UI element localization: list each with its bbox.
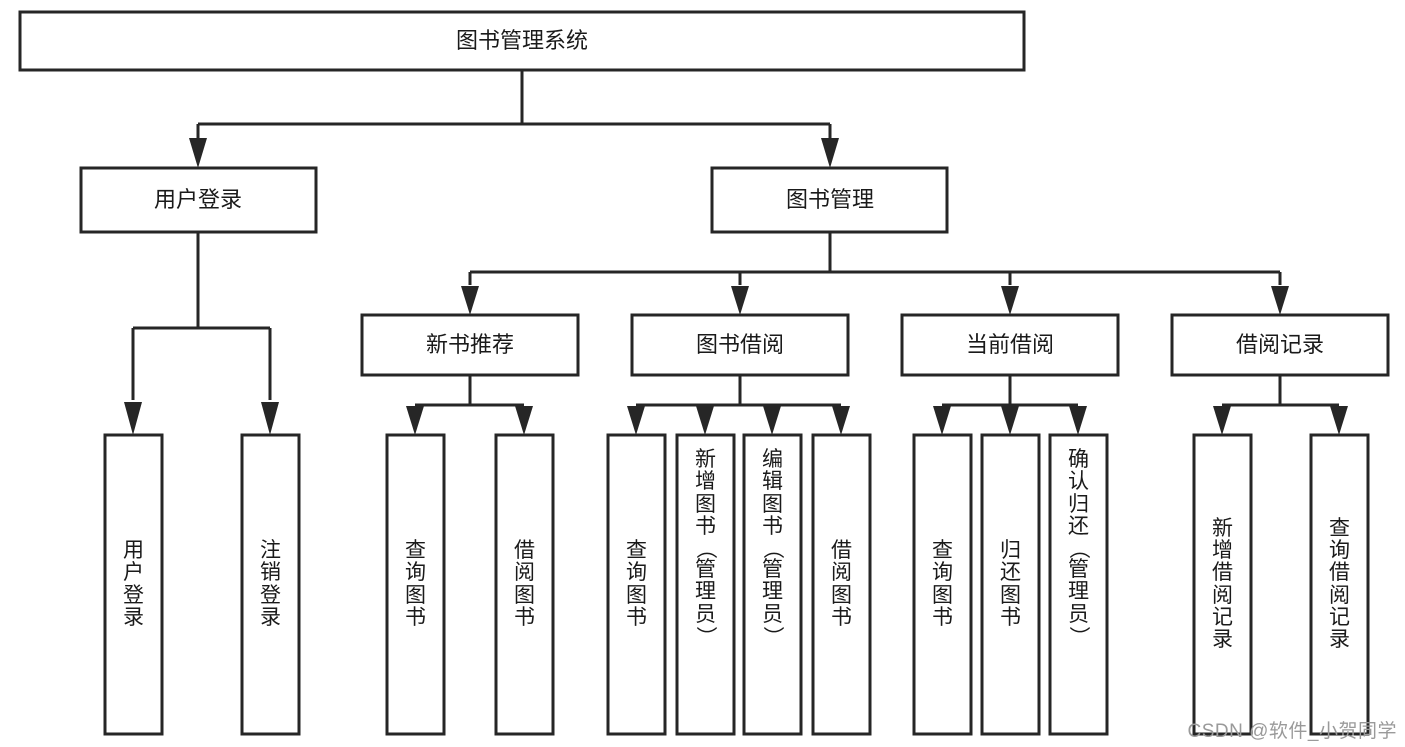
leaf-query-book-borrow[interactable] <box>606 433 667 736</box>
arrow-bookborrow-leaf-4 <box>832 406 850 435</box>
leaf-return-book[interactable] <box>980 433 1041 736</box>
leaf-add-book-admin[interactable] <box>675 433 736 736</box>
leaf-add-borrow-record[interactable] <box>1192 433 1253 736</box>
node-new-book-recommend[interactable] <box>360 313 580 377</box>
arrow-currentborrow-leaf-1 <box>933 406 951 435</box>
arrow-bookborrow-leaf-3 <box>763 406 781 435</box>
leaf-user-login[interactable] <box>103 433 164 736</box>
node-current-borrow[interactable] <box>900 313 1120 377</box>
leaf-confirm-return-admin[interactable] <box>1048 433 1109 736</box>
node-root-book-management-system[interactable] <box>18 10 1026 72</box>
leaf-edit-book-admin[interactable] <box>742 433 803 736</box>
leaf-borrow-book-recommend[interactable] <box>494 433 555 736</box>
node-book-management-label: 图书管理 <box>786 187 874 212</box>
node-borrow-record[interactable] <box>1170 313 1390 377</box>
leaf-query-book-current[interactable] <box>912 433 973 736</box>
leaf-query-borrow-record[interactable] <box>1309 433 1370 736</box>
node-new-book-recommend-label: 新书推荐 <box>426 332 514 357</box>
node-book-management[interactable] <box>710 166 949 234</box>
arrow-to-leaf-logout <box>261 402 279 435</box>
node-current-borrow-label: 当前借阅 <box>966 332 1054 357</box>
arrow-newbook-leaf-2 <box>515 406 533 435</box>
leaf-borrow-book[interactable] <box>811 433 872 736</box>
csdn-watermark: CSDN @软件_小贺同学 <box>1187 721 1397 742</box>
arrow-to-book-management <box>821 138 839 168</box>
leaf-query-book-recommend[interactable] <box>385 433 446 736</box>
arrow-to-borrow-record <box>1271 286 1289 315</box>
arrow-borrowrecord-leaf-2 <box>1330 406 1348 435</box>
leaf-logout[interactable] <box>240 433 301 736</box>
arrow-to-new-book <box>461 286 479 315</box>
arrow-currentborrow-leaf-2 <box>1001 406 1019 435</box>
arrow-currentborrow-leaf-3 <box>1069 406 1087 435</box>
arrow-to-leaf-user-login <box>124 402 142 435</box>
node-borrow-record-label: 借阅记录 <box>1236 332 1324 357</box>
arrow-newbook-leaf-1 <box>406 406 424 435</box>
arrow-bookborrow-leaf-1 <box>627 406 645 435</box>
node-book-borrow[interactable] <box>630 313 850 377</box>
arrow-to-book-borrow <box>731 286 749 315</box>
node-root-label: 图书管理系统 <box>456 28 588 53</box>
node-user-login[interactable] <box>79 166 318 234</box>
arrow-to-current-borrow <box>1001 286 1019 315</box>
arrow-to-user-login <box>189 138 207 168</box>
node-user-login-label: 用户登录 <box>154 187 242 212</box>
node-book-borrow-label: 图书借阅 <box>696 332 784 357</box>
arrow-bookborrow-leaf-2 <box>696 406 714 435</box>
arrow-borrowrecord-leaf-1 <box>1213 406 1231 435</box>
